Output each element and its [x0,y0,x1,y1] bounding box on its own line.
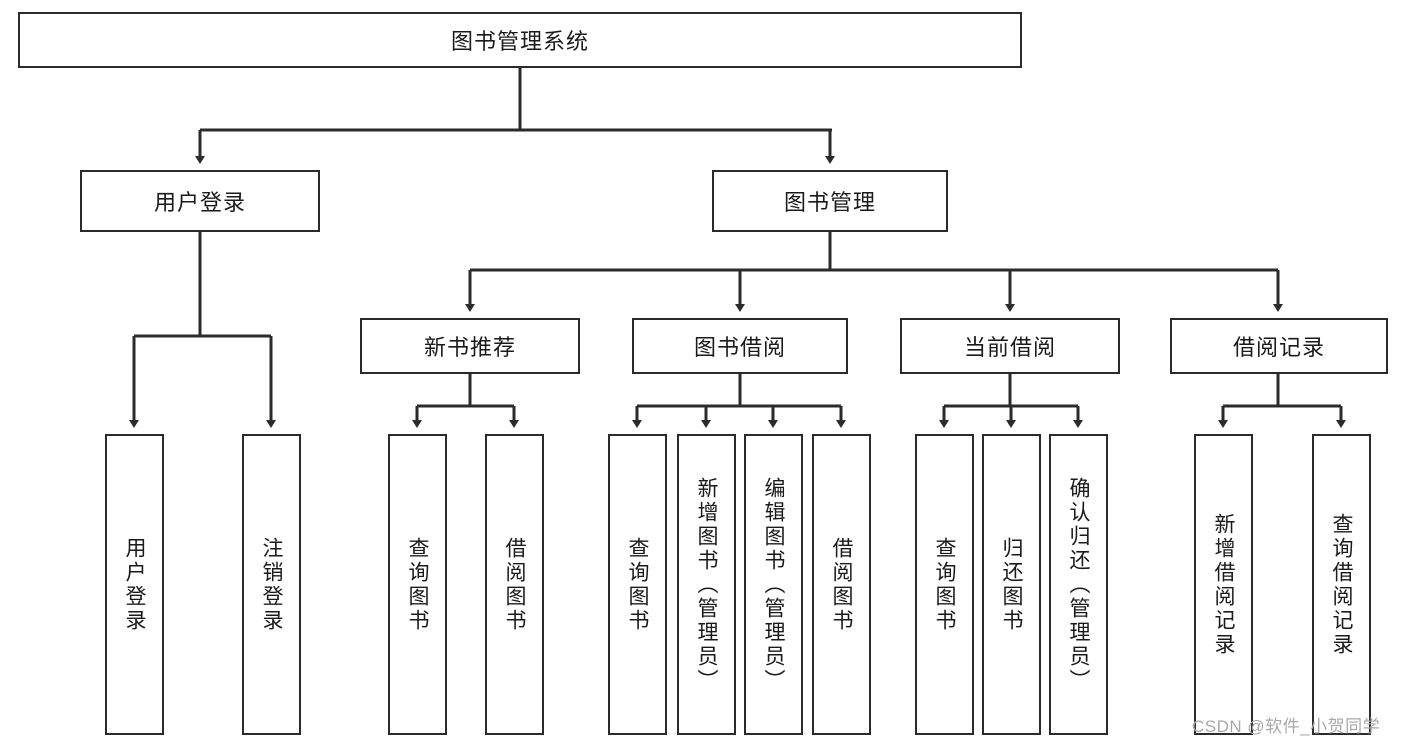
leaf-label: 归还图书 [1000,536,1023,633]
node-new-book-recommend[interactable]: 新书推荐 [360,318,580,374]
leaf-label: 查询图书 [406,536,429,633]
leaf-query-book-3[interactable]: 查询图书 [915,434,974,735]
node-book-borrow[interactable]: 图书借阅 [632,318,848,374]
leaf-label: 用户登录 [123,536,146,633]
leaf-label: 查询图书 [626,536,649,633]
leaf-label: 编辑图书（管理员） [762,476,785,693]
leaf-label: 新增借阅记录 [1212,512,1235,657]
node-borrow-record[interactable]: 借阅记录 [1170,318,1388,374]
leaf-label: 确认归还（管理员） [1067,476,1090,693]
leaf-add-book-admin[interactable]: 新增图书（管理员） [677,434,736,735]
node-root[interactable]: 图书管理系统 [18,12,1022,68]
node-current-borrow[interactable]: 当前借阅 [900,318,1120,374]
leaf-return-book[interactable]: 归还图书 [982,434,1041,735]
leaf-edit-book-admin[interactable]: 编辑图书（管理员） [744,434,803,735]
leaf-label: 查询借阅记录 [1330,512,1353,657]
leaf-borrow-book-2[interactable]: 借阅图书 [812,434,871,735]
leaf-user-login[interactable]: 用户登录 [105,434,164,735]
leaf-borrow-book-1[interactable]: 借阅图书 [485,434,544,735]
leaf-query-book-2[interactable]: 查询图书 [608,434,667,735]
leaf-logout[interactable]: 注销登录 [242,434,301,735]
leaf-query-book-1[interactable]: 查询图书 [388,434,447,735]
leaf-label: 借阅图书 [503,536,526,633]
leaf-label: 查询图书 [933,536,956,633]
leaf-query-borrow-record[interactable]: 查询借阅记录 [1312,434,1371,735]
csdn-watermark: CSDN @软件_小贺同学 [1192,717,1381,736]
leaf-label: 注销登录 [260,536,283,633]
leaf-label: 借阅图书 [830,536,853,633]
node-user-login[interactable]: 用户登录 [80,170,320,232]
leaf-label: 新增图书（管理员） [695,476,718,693]
leaf-confirm-return-admin[interactable]: 确认归还（管理员） [1049,434,1108,735]
leaf-add-borrow-record[interactable]: 新增借阅记录 [1194,434,1253,735]
node-book-manage[interactable]: 图书管理 [712,170,948,232]
